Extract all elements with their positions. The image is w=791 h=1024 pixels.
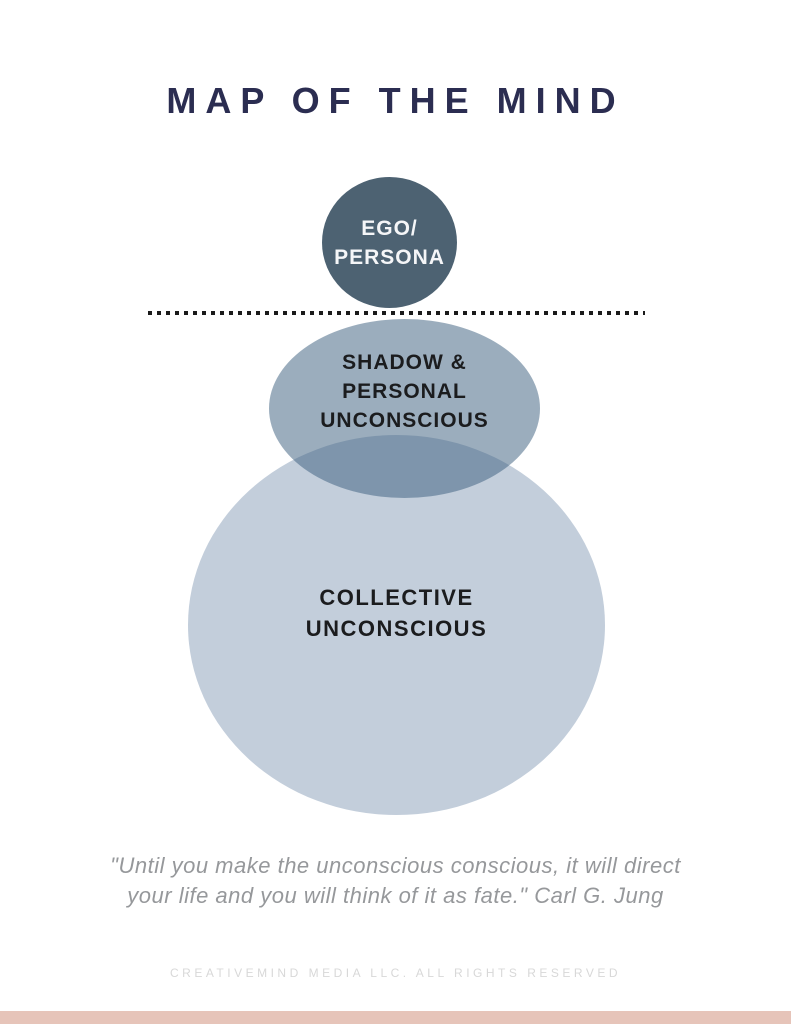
bottom-accent-bar <box>0 1011 791 1024</box>
ego-persona-label: EGO/ PERSONA <box>334 216 445 269</box>
page-title: MAP OF THE MIND <box>166 80 625 121</box>
collective-unconscious-label: COLLECTIVE UNCONSCIOUS <box>305 585 488 641</box>
shadow-personal-unconscious-ellipse <box>269 319 540 498</box>
collective-unconscious-circle: COLLECTIVE UNCONSCIOUS <box>188 435 605 815</box>
jung-quote: "Until you make the unconscious consciou… <box>110 853 681 908</box>
shadow-personal-unconscious-label: SHADOW & PERSONAL UNCONSCIOUS <box>320 351 489 432</box>
ego-persona-circle: EGO/ PERSONA <box>322 177 457 308</box>
conscious-unconscious-dotted-divider <box>148 311 645 315</box>
copyright-footer: CREATIVEMIND MEDIA LLC. ALL RIGHTS RESER… <box>169 966 622 980</box>
